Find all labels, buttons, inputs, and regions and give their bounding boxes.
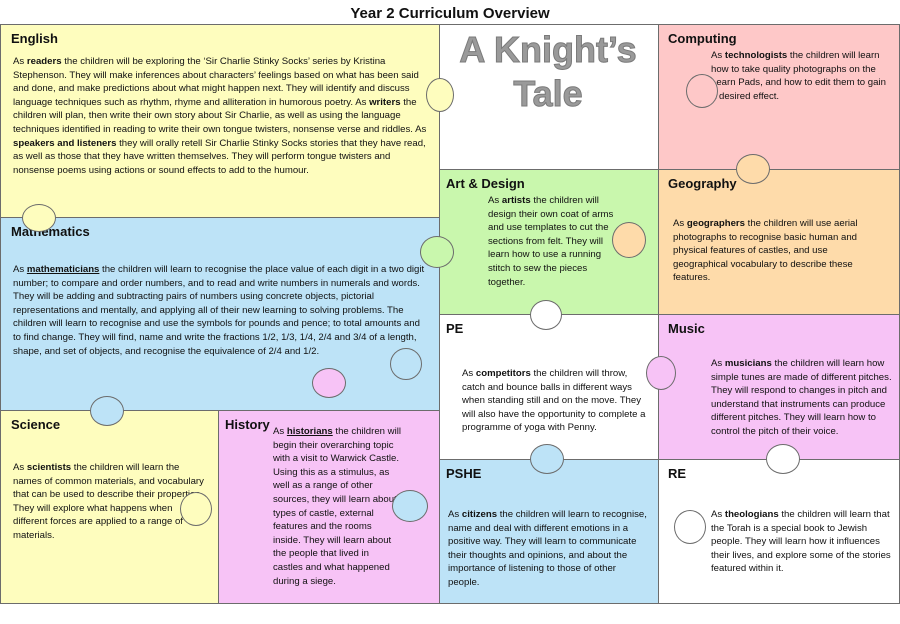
pe-text: As competitors the children will throw, … — [462, 368, 646, 434]
puzzle-knob — [530, 444, 564, 474]
mathematics-text: As mathematicians the children will lear… — [13, 264, 425, 357]
puzzle-knob — [392, 490, 428, 522]
puzzle-knob — [646, 356, 676, 390]
english-heading: English — [11, 31, 58, 46]
mathematics-tile: Mathematics As mathematicians the childr… — [0, 217, 440, 411]
pshe-text: As citizens the children will learn to r… — [448, 509, 647, 588]
computing-text: As technologists the children will learn… — [711, 50, 886, 102]
music-tile: Music As musicians the children will lea… — [658, 314, 900, 460]
puzzle-knob — [612, 222, 646, 258]
pshe-heading: PSHE — [446, 466, 482, 481]
english-text: As readers the children will be explorin… — [13, 56, 427, 176]
puzzle-knob — [686, 74, 718, 108]
geography-text: As geographers the children will use aer… — [673, 218, 858, 284]
puzzle-knob — [22, 204, 56, 232]
topic-title-tile — [439, 24, 659, 170]
topic-title: A Knight’s Tale — [459, 29, 637, 115]
english-tile: English As readers the children will be … — [0, 24, 440, 218]
pe-tile: PE As competitors the children will thro… — [439, 314, 659, 460]
puzzle-knob — [180, 492, 212, 526]
geography-tile: Geography As geographers the children wi… — [658, 169, 900, 315]
pe-heading: PE — [446, 321, 464, 336]
re-heading: RE — [668, 466, 687, 481]
pshe-tile: PSHE As citizens the children will learn… — [439, 459, 659, 604]
music-text: As musicians the children will learn how… — [711, 358, 892, 437]
science-heading: Science — [11, 417, 61, 432]
history-tile: History As historians the children will … — [218, 410, 440, 604]
music-heading: Music — [668, 321, 705, 336]
art-design-text: As artists the children will design thei… — [488, 195, 614, 288]
computing-tile: Computing As technologists the children … — [658, 24, 900, 170]
geography-heading: Geography — [668, 176, 737, 191]
puzzle-knob — [736, 154, 770, 184]
puzzle-knob — [674, 510, 706, 544]
puzzle-knob — [420, 236, 454, 268]
science-text: As scientists the children will learn th… — [13, 462, 204, 541]
puzzle-knob — [426, 78, 454, 112]
computing-heading: Computing — [668, 31, 737, 46]
re-text: As theologians the children will learn t… — [711, 509, 891, 575]
art-design-heading: Art & Design — [446, 176, 525, 191]
puzzle-knob — [530, 300, 562, 330]
history-heading: History — [225, 417, 270, 432]
history-text: As historians the children will begin th… — [273, 426, 401, 587]
puzzle-knob — [312, 368, 346, 398]
puzzle-knob — [90, 396, 124, 426]
page-title: Year 2 Curriculum Overview — [350, 5, 550, 22]
puzzle-knob — [390, 348, 422, 380]
puzzle-knob — [766, 444, 800, 474]
